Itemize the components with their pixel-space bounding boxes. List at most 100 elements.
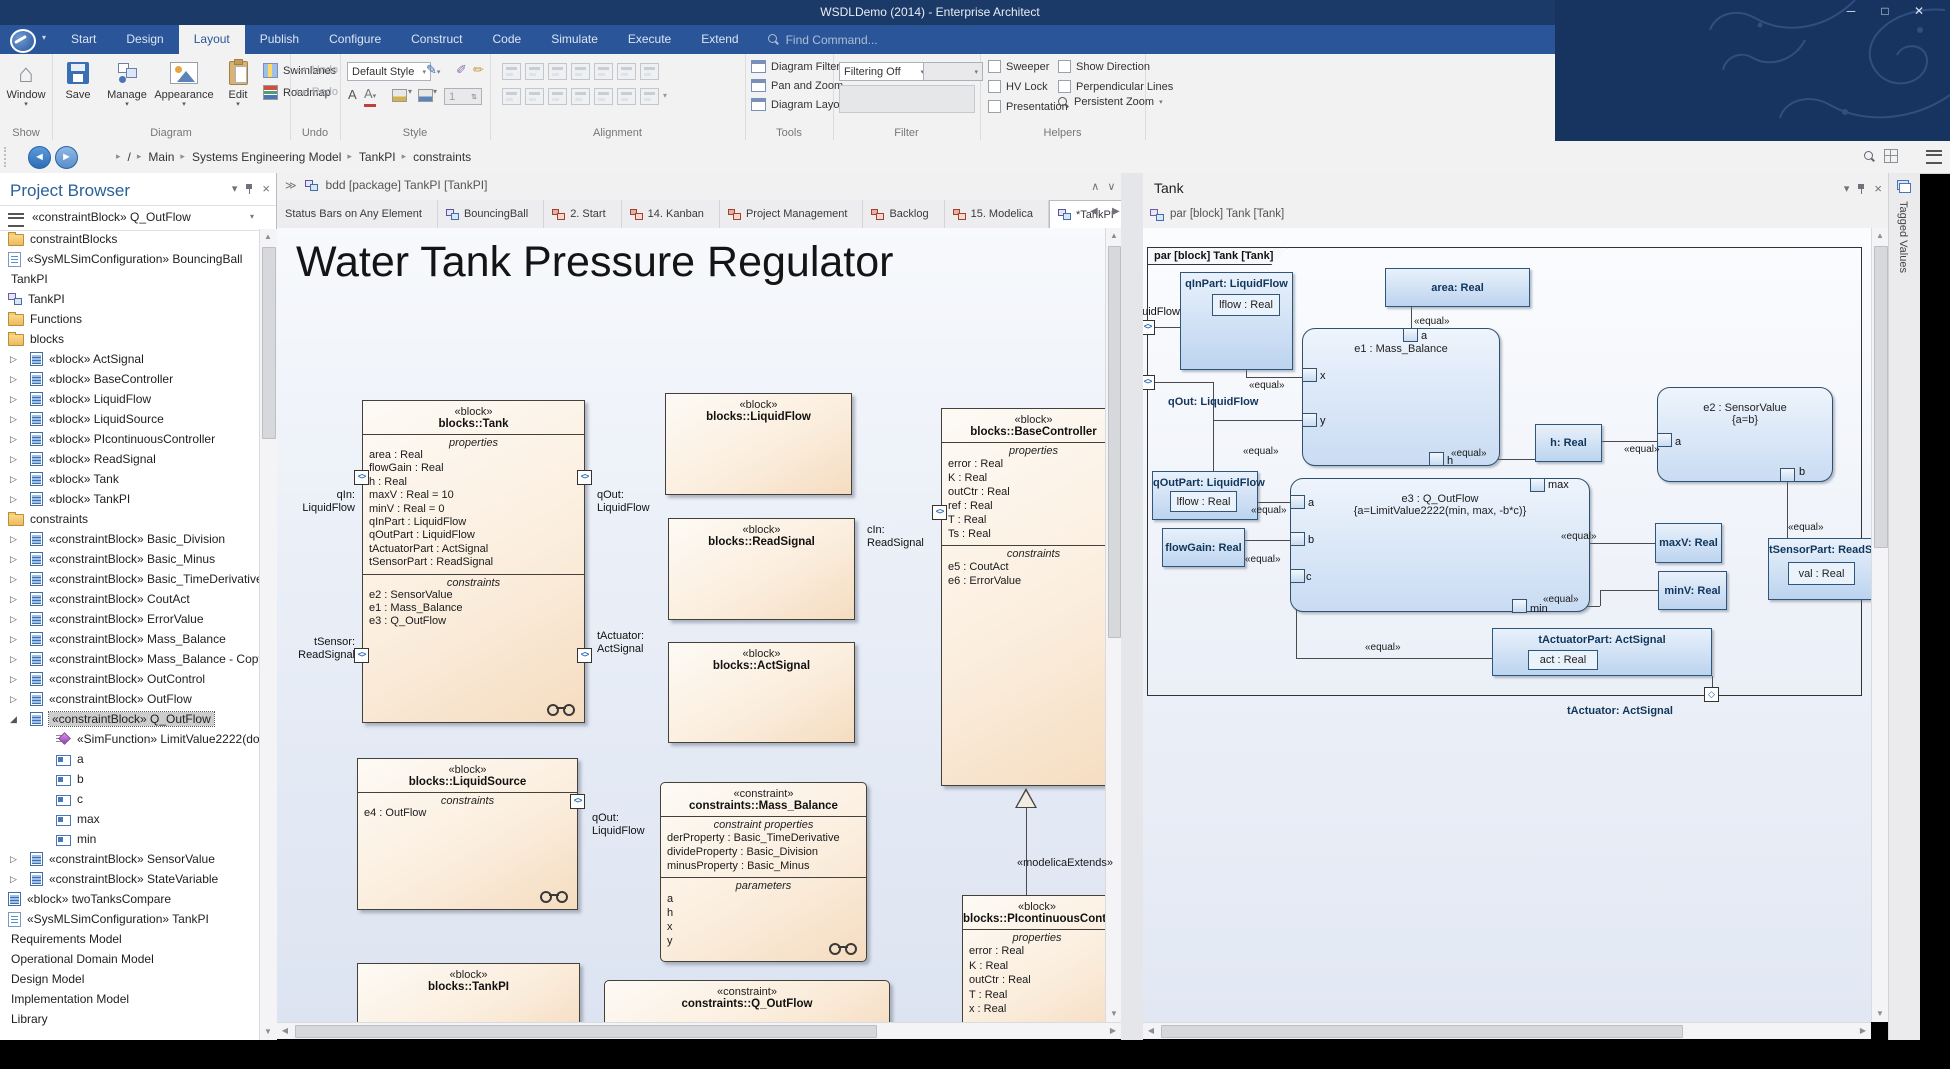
param-port-b[interactable]: [1780, 468, 1795, 482]
expand-arrow-icon[interactable]: ▷: [10, 553, 17, 564]
save-style-icon[interactable]: ✎▾: [426, 62, 441, 77]
tree-item[interactable]: ▷ «block» BaseController: [0, 369, 259, 389]
constraint-e1-massbalance[interactable]: e1 : Mass_Balance: [1302, 328, 1500, 466]
align-icon[interactable]: [640, 88, 659, 105]
fill-color-button[interactable]: [392, 89, 407, 102]
font-color-button[interactable]: A▾: [364, 87, 377, 107]
eyedropper-icon[interactable]: ✐: [456, 62, 467, 77]
ribbon-tab[interactable]: Design: [126, 32, 164, 46]
align-icon[interactable]: [548, 63, 567, 80]
part-qinpart[interactable]: qInPart: LiquidFlow: [1180, 272, 1293, 370]
param-port-a[interactable]: [1657, 433, 1672, 447]
block-readsignal[interactable]: «block» blocks::ReadSignal: [668, 518, 855, 620]
tree-item[interactable]: ◢ «constraintBlock» Q_OutFlow: [0, 709, 259, 729]
tree-item[interactable]: ▷ «constraintBlock» Mass_Balance: [0, 629, 259, 649]
port-cin[interactable]: [932, 505, 947, 520]
appearance-button[interactable]: Appearance ▾: [152, 57, 216, 109]
param-port-h[interactable]: [1429, 452, 1444, 466]
scrollbar-thumb[interactable]: [1874, 246, 1888, 548]
frame-port-qin[interactable]: [1143, 320, 1155, 335]
menu-caret-icon[interactable]: ▾: [1843, 182, 1850, 195]
ribbon-tab[interactable]: Publish: [259, 32, 300, 46]
diagram-tab[interactable]: 14. Kanban: [622, 200, 720, 228]
align-icon[interactable]: [617, 63, 636, 80]
block-tank[interactable]: «block» blocks::Tank properties area : R…: [362, 400, 585, 723]
tree-item[interactable]: «SysMLSimConfiguration» BouncingBall: [0, 249, 259, 269]
value-h[interactable]: h: Real: [1535, 424, 1602, 462]
diagram-canvas[interactable]: Water Tank Pressure Regulator «block» bl…: [277, 228, 1121, 1022]
expand-arrow-icon[interactable]: ▷: [10, 613, 17, 624]
tree-item[interactable]: ▷ «block» LiquidSource: [0, 409, 259, 429]
tree-item[interactable]: blocks: [0, 329, 259, 349]
param-port-x[interactable]: [1302, 368, 1317, 382]
ribbon-tab[interactable]: Extend: [701, 32, 739, 46]
caret-down-icon[interactable]: ▾: [433, 87, 438, 96]
value-flowgain[interactable]: flowGain: Real: [1162, 528, 1245, 567]
tree-item[interactable]: ▷ «constraintBlock» SensorValue: [0, 849, 259, 869]
value-minv[interactable]: minV: Real: [1658, 571, 1727, 610]
tree-item[interactable]: constraintBlocks: [0, 229, 259, 249]
expand-arrow-icon[interactable]: ▷: [10, 393, 17, 404]
tree-item[interactable]: «block» twoTanksCompare: [0, 889, 259, 909]
menu-caret-icon[interactable]: ▾: [231, 182, 238, 195]
align-icon[interactable]: [640, 63, 659, 80]
grid-view-button[interactable]: [1884, 149, 1898, 163]
nav-back-button[interactable]: ◄: [28, 146, 51, 169]
block-basecontroller[interactable]: «block» blocks::BaseController propertie…: [941, 408, 1121, 786]
port-ls-qout[interactable]: [570, 794, 585, 809]
part-property-qin-lflow[interactable]: lflow : Real: [1212, 294, 1280, 316]
font-button[interactable]: A: [348, 87, 357, 102]
frame-port-tactuator[interactable]: [1704, 687, 1719, 702]
param-port-a[interactable]: [1290, 495, 1305, 509]
tree-item[interactable]: Design Model: [0, 969, 259, 989]
tree-item[interactable]: Library: [0, 1009, 259, 1029]
frame-port-qout[interactable]: [1143, 375, 1155, 390]
tree-item[interactable]: ▷ «constraintBlock» CoutAct: [0, 589, 259, 609]
scrollbar-thumb[interactable]: [1161, 1025, 1683, 1038]
tagged-values-tab[interactable]: Tagged Values: [1897, 201, 1909, 273]
tree-item[interactable]: constraints: [0, 509, 259, 529]
helper-checkbox[interactable]: Sweeper: [988, 60, 1068, 73]
align-icon[interactable]: [571, 88, 590, 105]
tree-item[interactable]: ▷ «constraintBlock» Basic_Minus: [0, 549, 259, 569]
helper-checkbox[interactable]: HV Lock: [988, 80, 1068, 93]
ribbon-tab[interactable]: Code: [492, 32, 522, 46]
port-tactuator[interactable]: [577, 648, 592, 663]
save-button[interactable]: Save: [55, 57, 101, 101]
constraint-e2-sensorvalue[interactable]: e2 : SensorValue {a=b}: [1657, 387, 1833, 482]
tree-item[interactable]: ▷ «block» ReadSignal: [0, 449, 259, 469]
double-chevron-icon[interactable]: ≫: [285, 179, 297, 192]
tree-item[interactable]: min: [0, 829, 259, 849]
toolbar-grip[interactable]: [4, 147, 9, 167]
port-qout[interactable]: [577, 470, 592, 485]
expand-arrow-icon[interactable]: ▷: [10, 673, 17, 684]
filter-text-box[interactable]: [839, 85, 975, 113]
close-icon[interactable]: ×: [262, 180, 270, 196]
tree-item[interactable]: «SysMLSimConfiguration» TankPI: [0, 909, 259, 929]
expand-arrow-icon[interactable]: ▷: [10, 873, 17, 884]
scroll-down-icon[interactable]: ▼: [1876, 1009, 1884, 1018]
port-tsensor[interactable]: [354, 648, 369, 663]
diagram-tab[interactable]: Project Management: [720, 200, 864, 228]
diagram-tab[interactable]: 15. Modelica: [945, 200, 1049, 228]
block-picontinuouscontroller[interactable]: «block» blocks::PIcontinuousController p…: [962, 895, 1112, 1022]
align-icon[interactable]: [571, 63, 590, 80]
param-port-min[interactable]: [1512, 599, 1527, 613]
block-liquidsource[interactable]: «block» blocks::LiquidSource constraints…: [357, 758, 578, 910]
tool-toggle[interactable]: Diagram Filters: [751, 60, 846, 73]
breadcrumb-item[interactable]: Main: [137, 150, 174, 164]
expand-arrow-icon[interactable]: ▷: [10, 353, 17, 364]
canvas-vscrollbar[interactable]: ▲ ▼: [1105, 228, 1122, 1022]
redo-button[interactable]: ↪Redo: [295, 85, 338, 99]
expand-arrow-icon[interactable]: ▷: [10, 493, 17, 504]
helper-checkbox[interactable]: Presentation: [988, 100, 1068, 113]
caret-down-icon[interactable]: ▾: [663, 91, 668, 100]
line-width-spinner[interactable]: 1⇅: [444, 88, 482, 105]
tree-item[interactable]: c: [0, 789, 259, 809]
tree-item[interactable]: «SimFunction» LimitValue2222(do: [0, 729, 259, 749]
tree-item[interactable]: ▷ «block» LiquidFlow: [0, 389, 259, 409]
tank-panel-vscrollbar[interactable]: ▲ ▼: [1871, 228, 1889, 1022]
constraint-qoutflow[interactable]: «constraint» constraints::Q_OutFlow: [604, 980, 890, 1022]
tree-item[interactable]: b: [0, 769, 259, 789]
tree-item[interactable]: max: [0, 809, 259, 829]
